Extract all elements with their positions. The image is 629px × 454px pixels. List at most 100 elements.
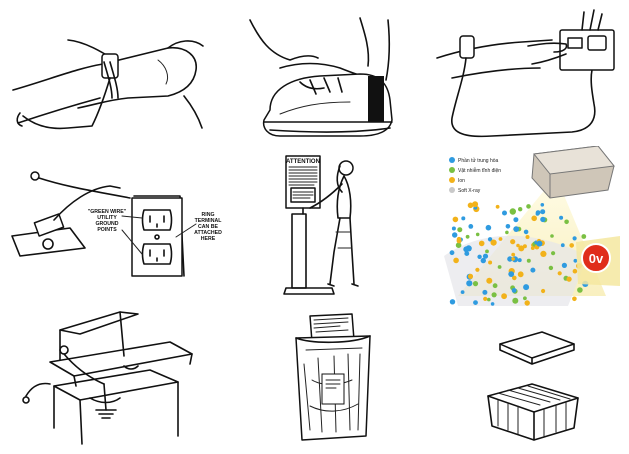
legend: Phần tử trung hòa Vật nhiễm tĩnh điện Io… bbox=[449, 157, 501, 194]
particle bbox=[457, 227, 463, 233]
particle bbox=[455, 242, 462, 248]
particle bbox=[465, 234, 470, 239]
particle bbox=[535, 212, 540, 216]
particle bbox=[478, 240, 485, 247]
zero-volt-label: 0v bbox=[589, 251, 604, 266]
particle bbox=[523, 296, 527, 301]
particle bbox=[559, 215, 564, 220]
particle bbox=[468, 224, 474, 229]
particle bbox=[452, 216, 459, 223]
ring-terminal-label-0: RING bbox=[202, 212, 215, 218]
panel-wrist-strap bbox=[8, 18, 208, 133]
particle bbox=[502, 210, 507, 216]
particle bbox=[518, 245, 525, 252]
particle bbox=[551, 251, 556, 256]
legend-label-neutral: Phần tử trung hòa bbox=[458, 157, 499, 164]
particle bbox=[573, 258, 578, 263]
particle bbox=[561, 262, 567, 268]
particle bbox=[572, 268, 578, 274]
particle bbox=[511, 288, 517, 293]
particle bbox=[492, 283, 498, 289]
particle bbox=[523, 229, 529, 235]
legend-label-charged: Vật nhiễm tĩnh điện bbox=[458, 167, 501, 174]
green-wire-label-2: GROUND bbox=[95, 221, 118, 227]
particle bbox=[540, 203, 545, 207]
green-wire-label-3: POINTS bbox=[97, 227, 117, 233]
particle bbox=[508, 271, 515, 277]
particle bbox=[453, 257, 459, 264]
ionizer-device bbox=[531, 146, 615, 199]
particle bbox=[472, 281, 479, 287]
particle bbox=[501, 293, 507, 300]
ionizer-illustration: Phần tử trung hòa Vật nhiễm tĩnh điện Io… bbox=[444, 146, 620, 306]
particle bbox=[477, 254, 482, 259]
particle bbox=[526, 204, 531, 209]
particle bbox=[473, 300, 478, 305]
particle bbox=[517, 258, 522, 263]
panel-antistatic-bag bbox=[282, 310, 382, 450]
panel-outlet-ground: "GREEN WIRE" UTILITY GROUND POINTS RING … bbox=[10, 158, 225, 278]
legend-label-ion: Ion bbox=[458, 178, 465, 184]
particle bbox=[461, 216, 466, 221]
heel-strap-illustration bbox=[249, 17, 393, 137]
particle bbox=[530, 246, 535, 250]
particle bbox=[525, 235, 530, 239]
particle bbox=[449, 299, 456, 305]
particle bbox=[526, 258, 531, 263]
panel-footwear-tester: ATTENTION bbox=[262, 152, 382, 302]
particle bbox=[517, 271, 524, 278]
particle bbox=[512, 297, 519, 304]
particle bbox=[577, 287, 583, 293]
wrist-strap-illustration bbox=[12, 39, 204, 130]
particle bbox=[475, 232, 480, 237]
particle bbox=[564, 219, 569, 225]
particle bbox=[451, 226, 456, 231]
particle bbox=[480, 257, 486, 264]
particle bbox=[581, 234, 587, 239]
particle bbox=[482, 289, 488, 295]
particle bbox=[540, 209, 546, 215]
particle bbox=[505, 224, 511, 229]
particle bbox=[495, 204, 500, 209]
particle bbox=[491, 292, 497, 298]
particle bbox=[541, 288, 546, 294]
particle bbox=[485, 224, 492, 231]
particle bbox=[485, 249, 489, 254]
ring-terminal-label-2: CAN BE bbox=[198, 224, 218, 230]
tester-illustration bbox=[436, 9, 615, 138]
particle bbox=[511, 257, 515, 261]
particle bbox=[511, 252, 516, 257]
particle bbox=[572, 296, 577, 302]
panel-tester bbox=[432, 8, 622, 146]
particle bbox=[523, 284, 530, 291]
panel-conductive-tote bbox=[478, 330, 588, 445]
particle bbox=[487, 297, 491, 302]
footwear-tester-illustration: ATTENTION bbox=[283, 155, 359, 295]
particle bbox=[467, 202, 474, 209]
particle bbox=[512, 275, 517, 281]
particle bbox=[475, 267, 480, 272]
ring-terminal-label-3: ATTACHED bbox=[194, 230, 222, 236]
particle bbox=[536, 240, 543, 247]
particle bbox=[548, 265, 554, 271]
particle bbox=[557, 271, 562, 276]
particle bbox=[510, 239, 516, 245]
green-wire-label-1: UTILITY bbox=[97, 215, 117, 221]
particle-cloud bbox=[449, 201, 589, 306]
panel-heel-strap bbox=[240, 10, 410, 145]
particle bbox=[513, 217, 519, 223]
particle bbox=[460, 290, 465, 294]
workbench-illustration bbox=[22, 311, 193, 445]
particle bbox=[490, 239, 497, 246]
particle bbox=[482, 253, 489, 259]
particle bbox=[507, 256, 513, 262]
particle bbox=[466, 280, 473, 287]
particle bbox=[487, 237, 493, 242]
particle bbox=[540, 250, 547, 257]
legend-dot-charged bbox=[449, 167, 455, 173]
particle bbox=[518, 207, 523, 212]
green-wire-label-0: "GREEN WIRE" bbox=[88, 209, 127, 215]
legend-dot-xray bbox=[449, 187, 455, 193]
particle bbox=[449, 250, 455, 256]
antistatic-bag-illustration bbox=[295, 313, 371, 441]
